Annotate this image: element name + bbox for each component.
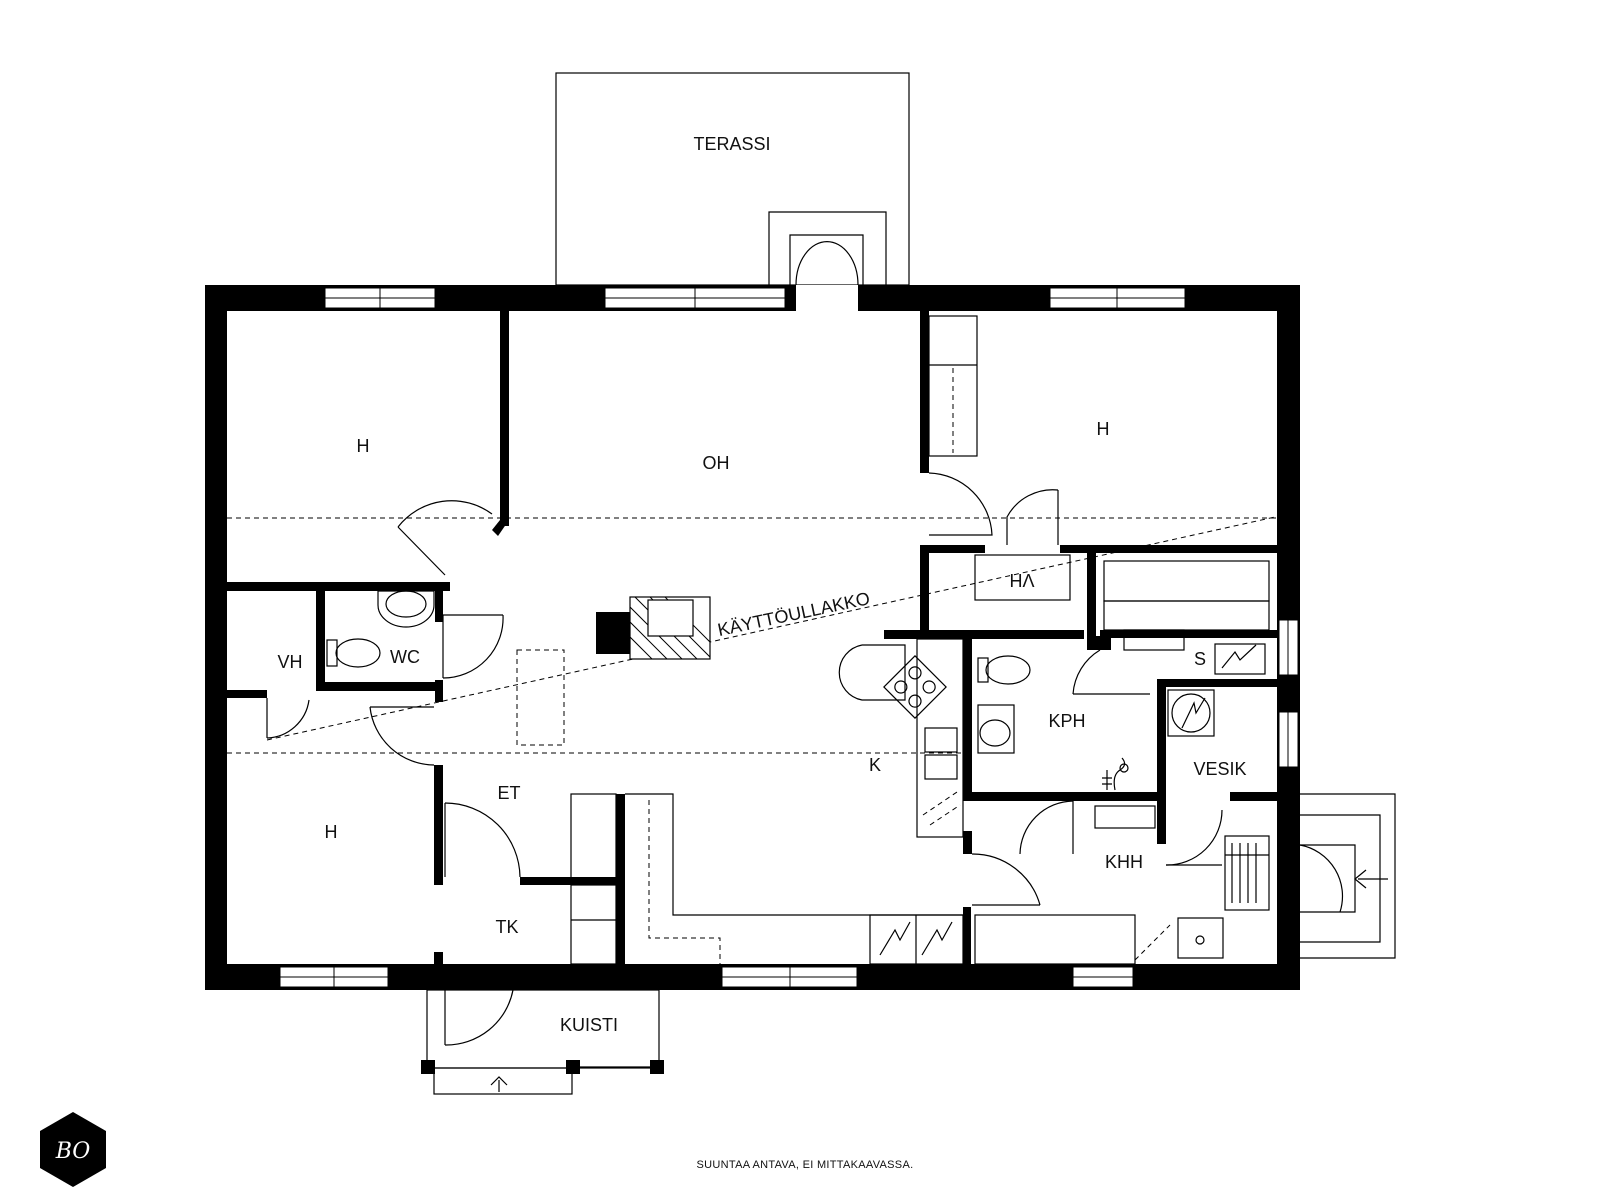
bottom-windows (279, 966, 1134, 988)
top-doorway (796, 285, 858, 311)
label-oh: OH (703, 453, 730, 473)
label-et: ET (497, 783, 520, 803)
label-vesik: VESIK (1193, 759, 1246, 779)
stairs (570, 793, 963, 965)
doors (266, 472, 1223, 1046)
label-tk: TK (495, 917, 518, 937)
brand-logo: BO (40, 1112, 106, 1187)
logo-text: BO (55, 1139, 91, 1164)
label-kph: KPH (1048, 711, 1085, 731)
wc-fixtures (326, 590, 435, 668)
label-s: S (1194, 649, 1206, 669)
side-entrance (1299, 793, 1396, 959)
bathroom-fixtures (977, 655, 1164, 838)
label-kayttoullakko: KÄYTTÖULLAKKO (716, 588, 872, 640)
chimney-niche (768, 211, 887, 286)
label-k: K (869, 755, 881, 775)
label-h-top-right: H (1097, 419, 1110, 439)
interior-walls (227, 311, 1277, 964)
attic-outline (227, 516, 1277, 754)
kitchen (838, 638, 1224, 965)
right-windows (1278, 619, 1299, 768)
top-windows (324, 287, 1186, 309)
label-khh: KHH (1105, 852, 1143, 872)
porch (421, 989, 664, 1095)
wardrobe (928, 315, 1071, 601)
label-h-top-left: H (357, 436, 370, 456)
label-vh-right: VH (1009, 570, 1034, 590)
label-h-bottom-left: H (325, 822, 338, 842)
label-vh-left: VH (277, 652, 302, 672)
label-kuisti: KUISTI (560, 1015, 618, 1035)
label-wc: WC (390, 647, 420, 667)
sauna (1103, 560, 1270, 911)
fireplace (596, 596, 711, 660)
label-terassi: TERASSI (693, 134, 770, 154)
disclaimer-caption: SUUNTAA ANTAVA, EI MITTAKAAVASSA. (697, 1159, 914, 1171)
terrace (555, 72, 910, 286)
